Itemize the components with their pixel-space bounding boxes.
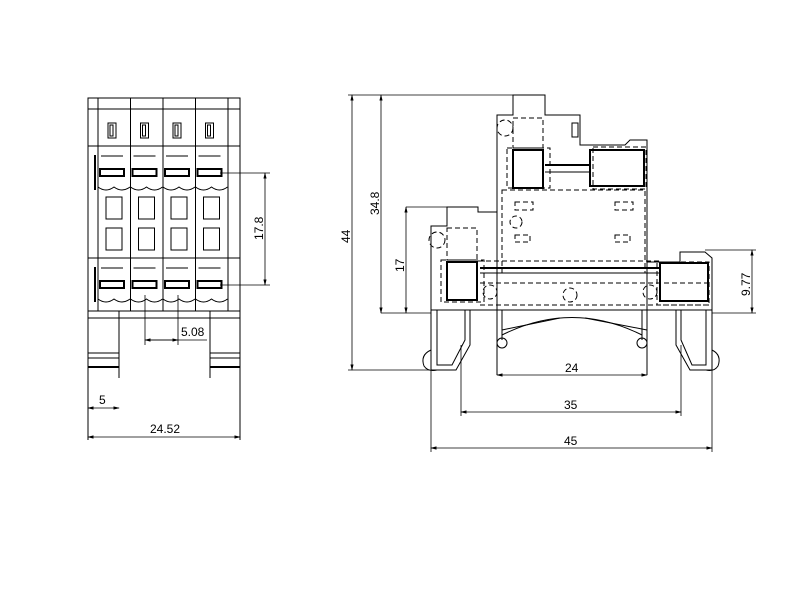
release-opening <box>203 227 220 251</box>
screw-terminal <box>131 280 158 289</box>
clamp-wave <box>195 298 228 303</box>
release-opening <box>105 227 123 251</box>
dimension-label: 34.8 <box>368 191 382 215</box>
dimension-label: 17.8 <box>252 216 266 240</box>
marker-slot <box>172 122 182 139</box>
clamp-wave <box>162 298 196 303</box>
dimension-label: 44 <box>339 229 353 243</box>
dimension-label: 24.52 <box>150 422 180 436</box>
screw-terminal <box>99 168 125 177</box>
marker-slot-inner <box>174 124 179 137</box>
screw-terminal <box>196 280 223 289</box>
dimension-label: 35 <box>564 398 578 412</box>
clamp-wave <box>195 186 228 191</box>
front-view <box>87 97 241 440</box>
marker-slot <box>107 122 117 139</box>
screw-terminal <box>196 168 223 177</box>
marker-slot-inner <box>109 124 114 137</box>
dimension-label: 9.77 <box>739 272 753 296</box>
dimension-24: 24 <box>496 361 648 377</box>
dimension-label: 5.08 <box>181 325 205 339</box>
screw-terminal <box>164 168 190 177</box>
marker-slot <box>205 122 214 139</box>
release-opening <box>138 227 155 251</box>
clamp-wave <box>130 186 163 191</box>
dimension-17-8: 17.8 <box>220 172 270 286</box>
side-view <box>422 94 720 375</box>
release-opening <box>105 196 123 220</box>
marker-slot <box>140 122 149 139</box>
marker-slot-inner <box>207 124 211 137</box>
dimension-17: 17 <box>393 206 447 314</box>
clamp-wave <box>162 186 196 191</box>
release-opening <box>170 227 188 251</box>
dimension-label: 5 <box>99 393 106 407</box>
dimension-9-77: 9.77 <box>705 249 756 314</box>
dimension-5: 5 <box>87 393 120 410</box>
release-opening <box>170 196 188 220</box>
dimension-label: 17 <box>393 258 407 272</box>
clamp-wave <box>130 298 163 303</box>
release-opening <box>203 196 220 220</box>
screw-terminal <box>99 280 125 289</box>
release-opening <box>138 196 155 220</box>
screw-terminal <box>164 280 190 289</box>
dimension-34-8: 34.8 <box>368 94 431 314</box>
dimension-35: 35 <box>460 345 682 416</box>
screw-terminal <box>131 168 158 177</box>
dimension-label: 24 <box>565 361 579 375</box>
dimension-label: 45 <box>564 434 578 448</box>
dimension-5-08: 5.08 <box>144 295 207 345</box>
marker-slot-inner <box>142 124 146 137</box>
clamp-wave <box>97 186 131 191</box>
clamp-wave <box>97 298 131 303</box>
dimension-24-52: 24.52 <box>87 422 241 439</box>
dimension-45: 45 <box>430 370 713 452</box>
dimension-44: 44 <box>339 94 513 371</box>
